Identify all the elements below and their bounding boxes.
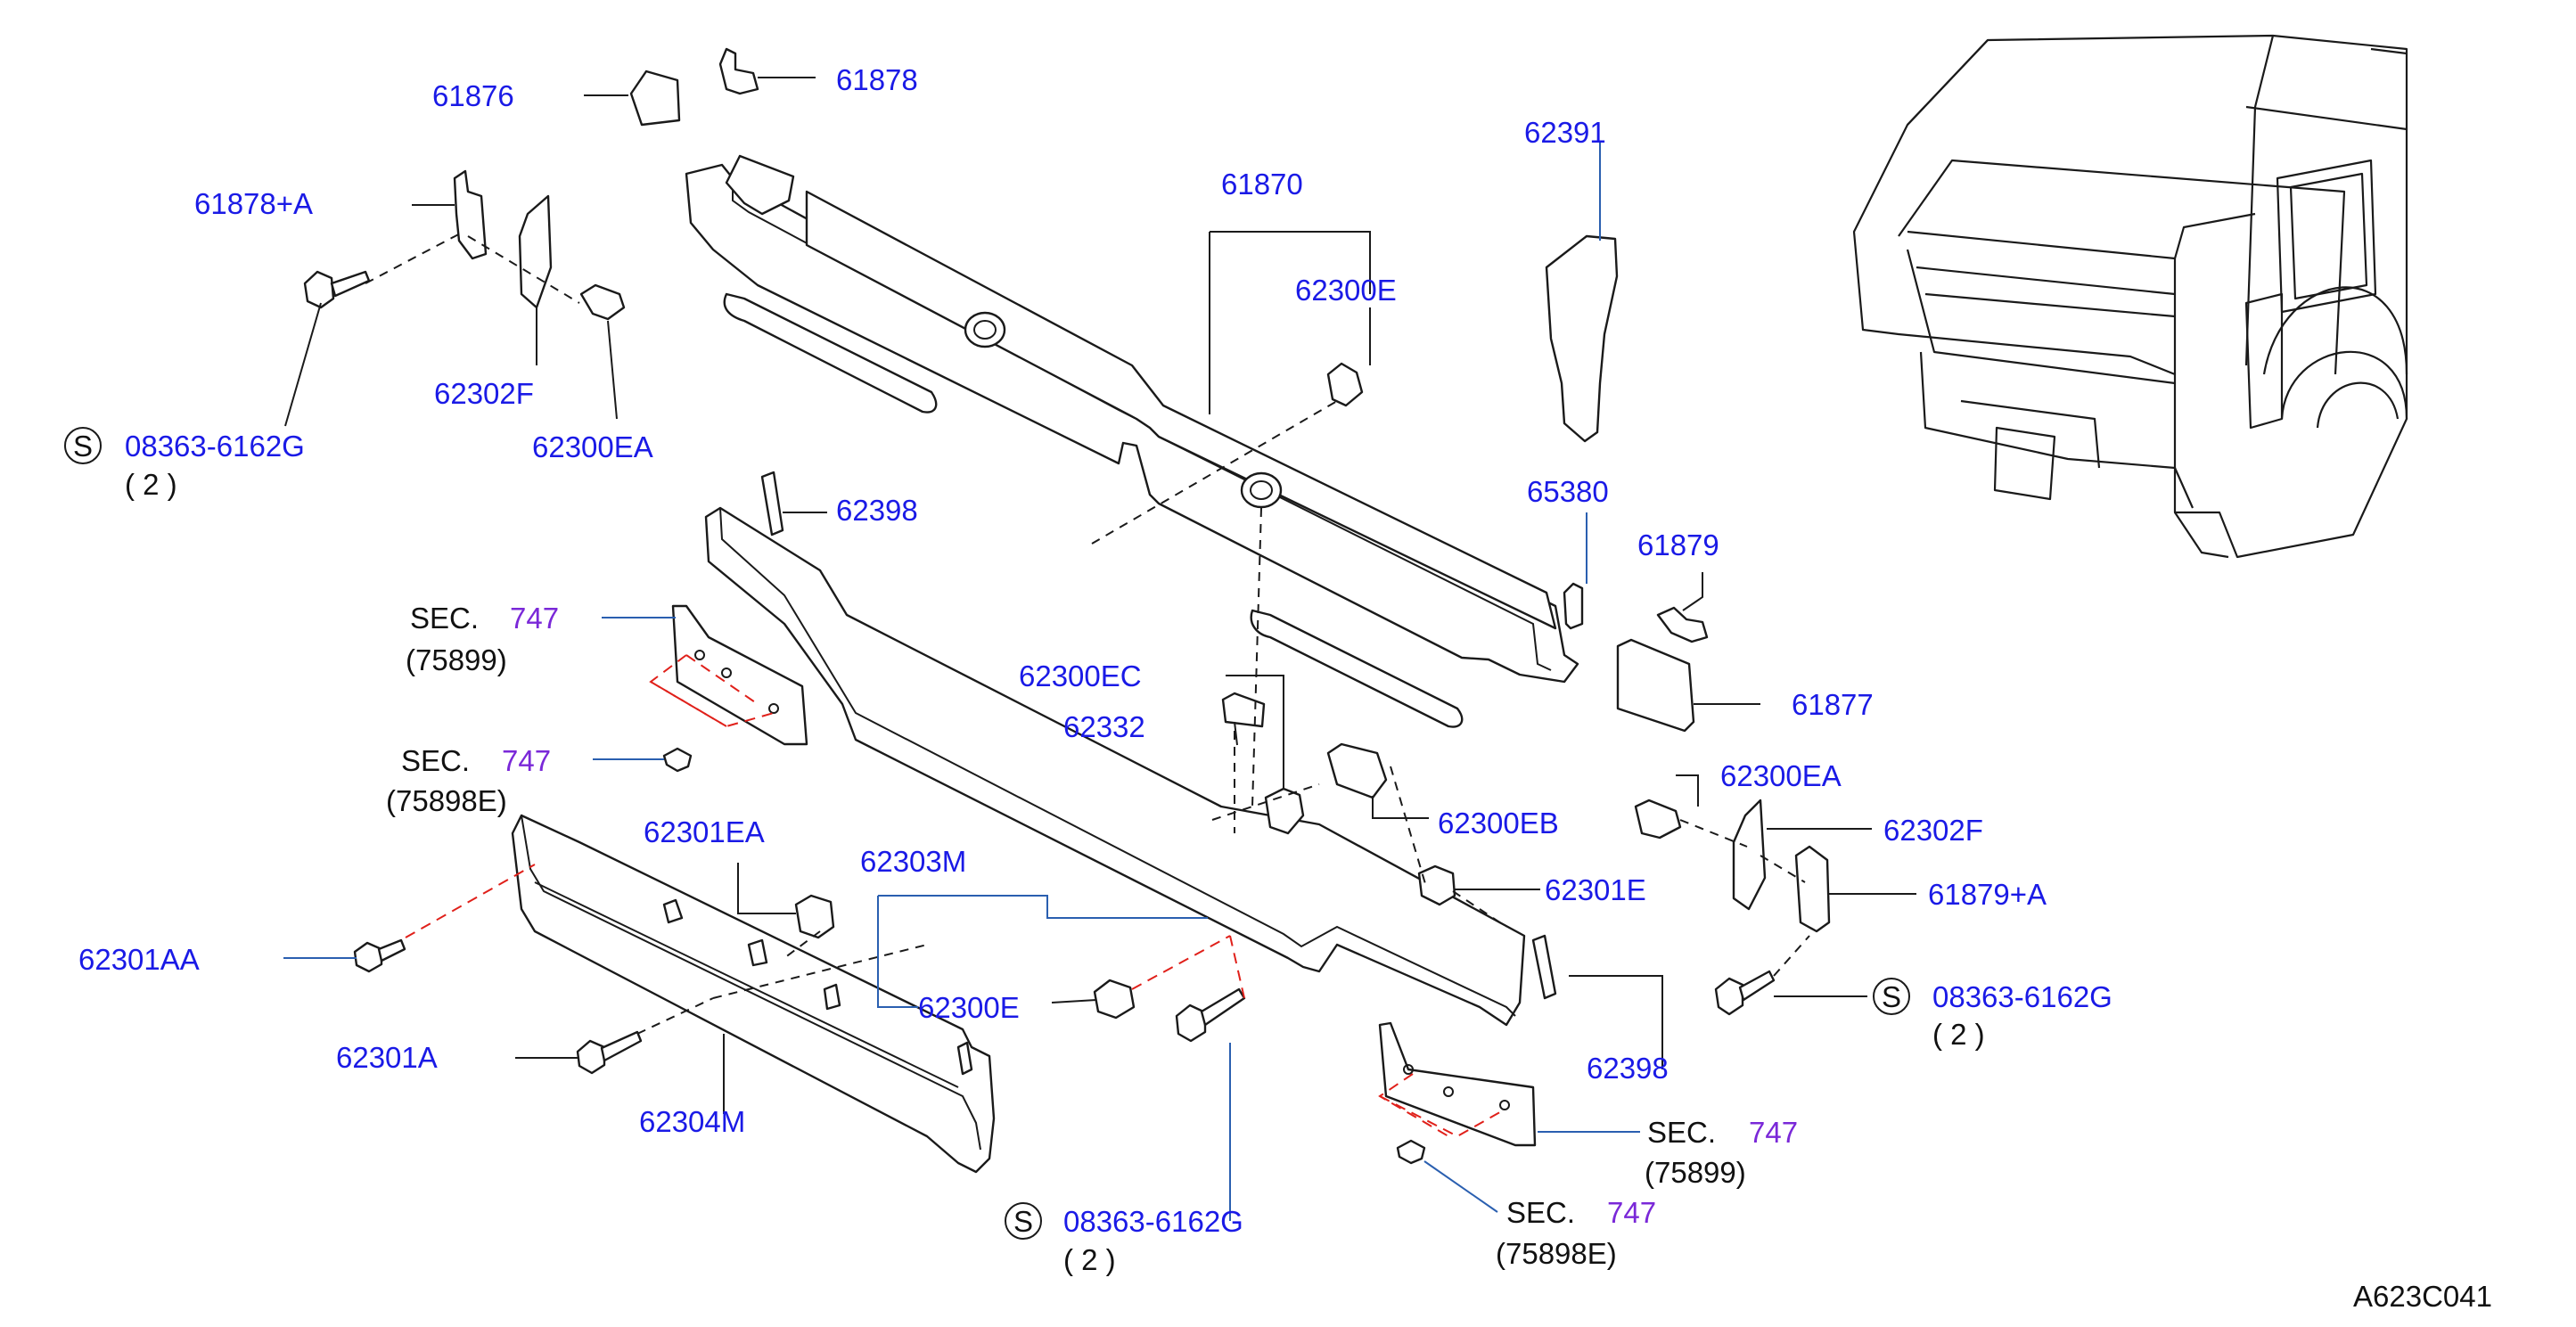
spacer-62398-bottom xyxy=(1531,934,1557,1000)
label-sec1-ref: (75899) xyxy=(406,643,507,676)
label-sec1: SEC. xyxy=(410,602,479,635)
plate-75899-right xyxy=(1378,1021,1537,1147)
cap-61877 xyxy=(1616,638,1695,733)
label-62300e-mid[interactable]: 62300E xyxy=(918,991,1020,1024)
label-62304m[interactable]: 62304M xyxy=(639,1105,745,1138)
clip-62300ea-right xyxy=(1634,799,1682,840)
label-65380[interactable]: 65380 xyxy=(1527,475,1609,508)
label-sec3-number[interactable]: 747 xyxy=(1749,1116,1798,1149)
bracket-61878a xyxy=(453,169,488,260)
label-sec2-number[interactable]: 747 xyxy=(502,744,551,777)
pad-65380 xyxy=(1563,582,1584,630)
label-62301e[interactable]: 62301E xyxy=(1545,873,1646,906)
label-62302f-right[interactable]: 62302F xyxy=(1883,814,1983,847)
plate-75899-left xyxy=(671,604,808,746)
bolt-bottom xyxy=(1175,987,1246,1043)
bracket-61879 xyxy=(1656,606,1709,643)
label-bolt-bottom[interactable]: 08363-6162G xyxy=(1063,1205,1243,1238)
diagram-code: A623C041 xyxy=(2353,1280,2492,1313)
label-61878[interactable]: 61878 xyxy=(836,63,918,96)
label-sec4-number[interactable]: 747 xyxy=(1607,1196,1656,1229)
bolt-right xyxy=(1714,970,1776,1016)
bracket-61878 xyxy=(718,47,759,95)
label-62391[interactable]: 62391 xyxy=(1524,116,1606,149)
label-62303m[interactable]: 62303M xyxy=(860,845,966,878)
label-sec2: SEC. xyxy=(401,744,470,777)
label-61876[interactable]: 61876 xyxy=(432,79,514,112)
label-61878a[interactable]: 61878+A xyxy=(194,187,313,220)
label-62300e-top[interactable]: 62300E xyxy=(1295,274,1397,307)
label-sec2-ref: (75898E) xyxy=(386,784,507,817)
label-bolt-top-left[interactable]: 08363-6162G xyxy=(125,430,305,463)
fastener-62301e xyxy=(1417,864,1456,906)
label-sec1-number[interactable]: 747 xyxy=(510,602,559,635)
label-sec4: SEC. xyxy=(1506,1196,1575,1229)
leader-lines xyxy=(283,77,1916,1221)
s-symbol-text: S xyxy=(73,430,93,463)
alignment-lines xyxy=(365,231,1810,1138)
label-61877[interactable]: 61877 xyxy=(1792,688,1874,721)
rivet-left xyxy=(662,747,693,773)
grille-61870 xyxy=(685,154,1579,728)
clip-62300e-top xyxy=(1326,362,1364,407)
qty-bolt-bottom: ( 2 ) xyxy=(1063,1243,1116,1276)
label-bolt-right[interactable]: 08363-6162G xyxy=(1932,980,2112,1013)
label-61879a[interactable]: 61879+A xyxy=(1928,878,2047,911)
qty-bolt-right: ( 2 ) xyxy=(1932,1018,1985,1051)
label-62301ea[interactable]: 62301EA xyxy=(644,815,765,848)
fastener-62301ea xyxy=(794,894,835,939)
s-symbol-text: S xyxy=(1013,1205,1033,1238)
label-62302f-left[interactable]: 62302F xyxy=(434,377,534,410)
label-sec3: SEC. xyxy=(1647,1116,1716,1149)
spacer-62398-top xyxy=(760,471,784,537)
label-61879[interactable]: 61879 xyxy=(1637,528,1719,561)
label-62301aa[interactable]: 62301AA xyxy=(78,943,200,976)
clip-62300ea-left xyxy=(579,283,626,321)
bracket-61879a xyxy=(1794,845,1831,933)
rivet-right xyxy=(1396,1139,1426,1165)
plate-62302f-right xyxy=(1732,799,1767,911)
plate-holes-right xyxy=(1403,1064,1510,1110)
label-62301a[interactable]: 62301A xyxy=(336,1041,438,1074)
pad-62332 xyxy=(1221,692,1266,728)
label-62300ea-right[interactable]: 62300EA xyxy=(1720,759,1842,792)
bumper-strip-62303m xyxy=(704,506,1526,1027)
screw-62301a xyxy=(576,1030,643,1075)
qty-bolt-top-left: ( 2 ) xyxy=(125,468,177,501)
label-62398-bottom[interactable]: 62398 xyxy=(1587,1052,1669,1085)
s-symbol-right: S xyxy=(1873,978,1910,1015)
s-symbol-bottom: S xyxy=(1005,1202,1042,1240)
label-62332[interactable]: 62332 xyxy=(1063,710,1145,743)
screw-62301aa xyxy=(353,938,406,973)
clip-62300e-mid xyxy=(1093,979,1136,1020)
s-symbol-text: S xyxy=(1882,980,1901,1013)
valance-62304m xyxy=(511,814,996,1174)
truck-illustration xyxy=(1852,34,2408,559)
label-62300ea-left[interactable]: 62300EA xyxy=(532,430,653,463)
label-62398-top[interactable]: 62398 xyxy=(836,494,918,527)
bolt-left xyxy=(303,270,371,309)
label-61870[interactable]: 61870 xyxy=(1221,168,1303,201)
plate-holes-left xyxy=(694,650,779,714)
s-symbol-top-left: S xyxy=(64,427,102,464)
label-62300eb[interactable]: 62300EB xyxy=(1438,807,1559,840)
label-sec4-ref: (75898E) xyxy=(1496,1237,1617,1270)
bracket-62391 xyxy=(1545,234,1619,443)
fastener-62300eb xyxy=(1326,742,1388,799)
plate-62302f-left xyxy=(518,194,553,309)
cap-61876 xyxy=(629,70,681,127)
label-sec3-ref: (75899) xyxy=(1645,1156,1746,1189)
label-62300ec[interactable]: 62300EC xyxy=(1019,659,1142,692)
